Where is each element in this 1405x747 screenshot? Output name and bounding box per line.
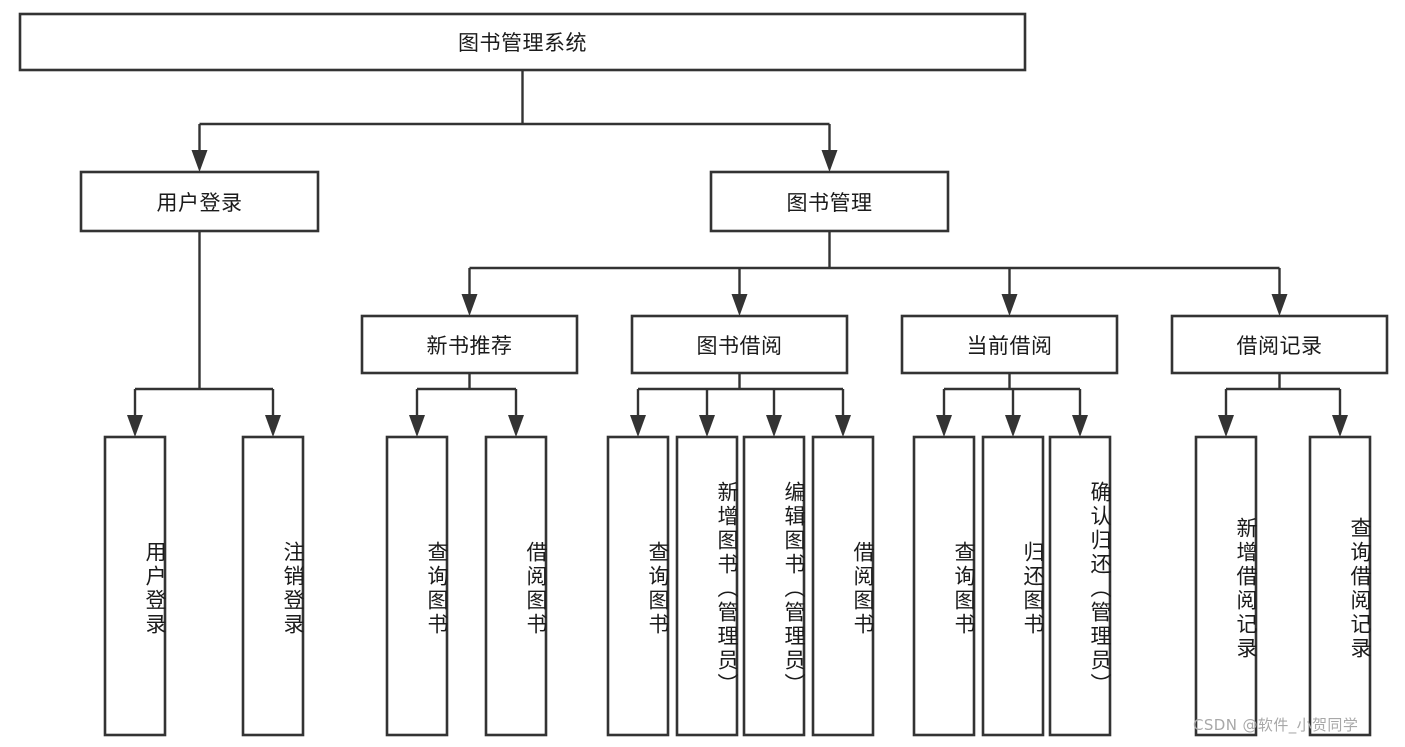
node-box-leaf-add-record xyxy=(1194,435,1258,737)
edge-arrowhead xyxy=(1271,294,1288,316)
node-box-leaf-query-record xyxy=(1308,435,1372,737)
node-box-leaf-user-login xyxy=(103,435,167,737)
node-box-leaf-logout xyxy=(241,435,305,737)
boxes-layer xyxy=(18,12,1389,737)
node-box-user-login xyxy=(79,170,320,233)
edge-arrowhead xyxy=(731,294,748,316)
edge-arrowhead xyxy=(1218,415,1234,437)
node-box-leaf-query-book-cur xyxy=(912,435,976,737)
node-box-leaf-query-book xyxy=(606,435,670,737)
node-box-book-borrow xyxy=(630,314,849,375)
node-box-book-manage xyxy=(709,170,950,233)
node-box-leaf-query-book-rec xyxy=(385,435,449,737)
node-box-borrow-record xyxy=(1170,314,1389,375)
edge-arrowhead xyxy=(1332,415,1348,437)
edge-arrowhead xyxy=(936,415,952,437)
edge-arrowhead xyxy=(265,415,281,437)
node-box-leaf-confirm-return xyxy=(1048,435,1112,737)
edge-arrowhead xyxy=(630,415,646,437)
edge-arrowhead xyxy=(191,150,208,172)
node-box-leaf-return-book xyxy=(981,435,1045,737)
edge-arrowhead xyxy=(461,294,478,316)
edge-arrowhead xyxy=(1001,294,1018,316)
watermark-text: CSDN @软件_小贺同学 xyxy=(1193,716,1359,734)
edge-arrowhead xyxy=(508,415,524,437)
node-box-root xyxy=(18,12,1027,72)
edge-arrowhead xyxy=(1005,415,1021,437)
node-box-new-book-rec xyxy=(360,314,579,375)
edges-layer xyxy=(127,70,1348,437)
edge-arrowhead xyxy=(835,415,851,437)
node-box-current-borrow xyxy=(900,314,1119,375)
node-box-leaf-borrow-book-rec xyxy=(484,435,548,737)
edge-arrowhead xyxy=(1072,415,1088,437)
edge-arrowhead xyxy=(409,415,425,437)
edge-arrowhead xyxy=(766,415,782,437)
node-box-leaf-add-book xyxy=(675,435,739,737)
edge-arrowhead xyxy=(127,415,143,437)
edge-arrowhead xyxy=(821,150,838,172)
node-box-leaf-edit-book xyxy=(742,435,806,737)
edge-arrowhead xyxy=(699,415,715,437)
node-box-leaf-borrow-book xyxy=(811,435,875,737)
